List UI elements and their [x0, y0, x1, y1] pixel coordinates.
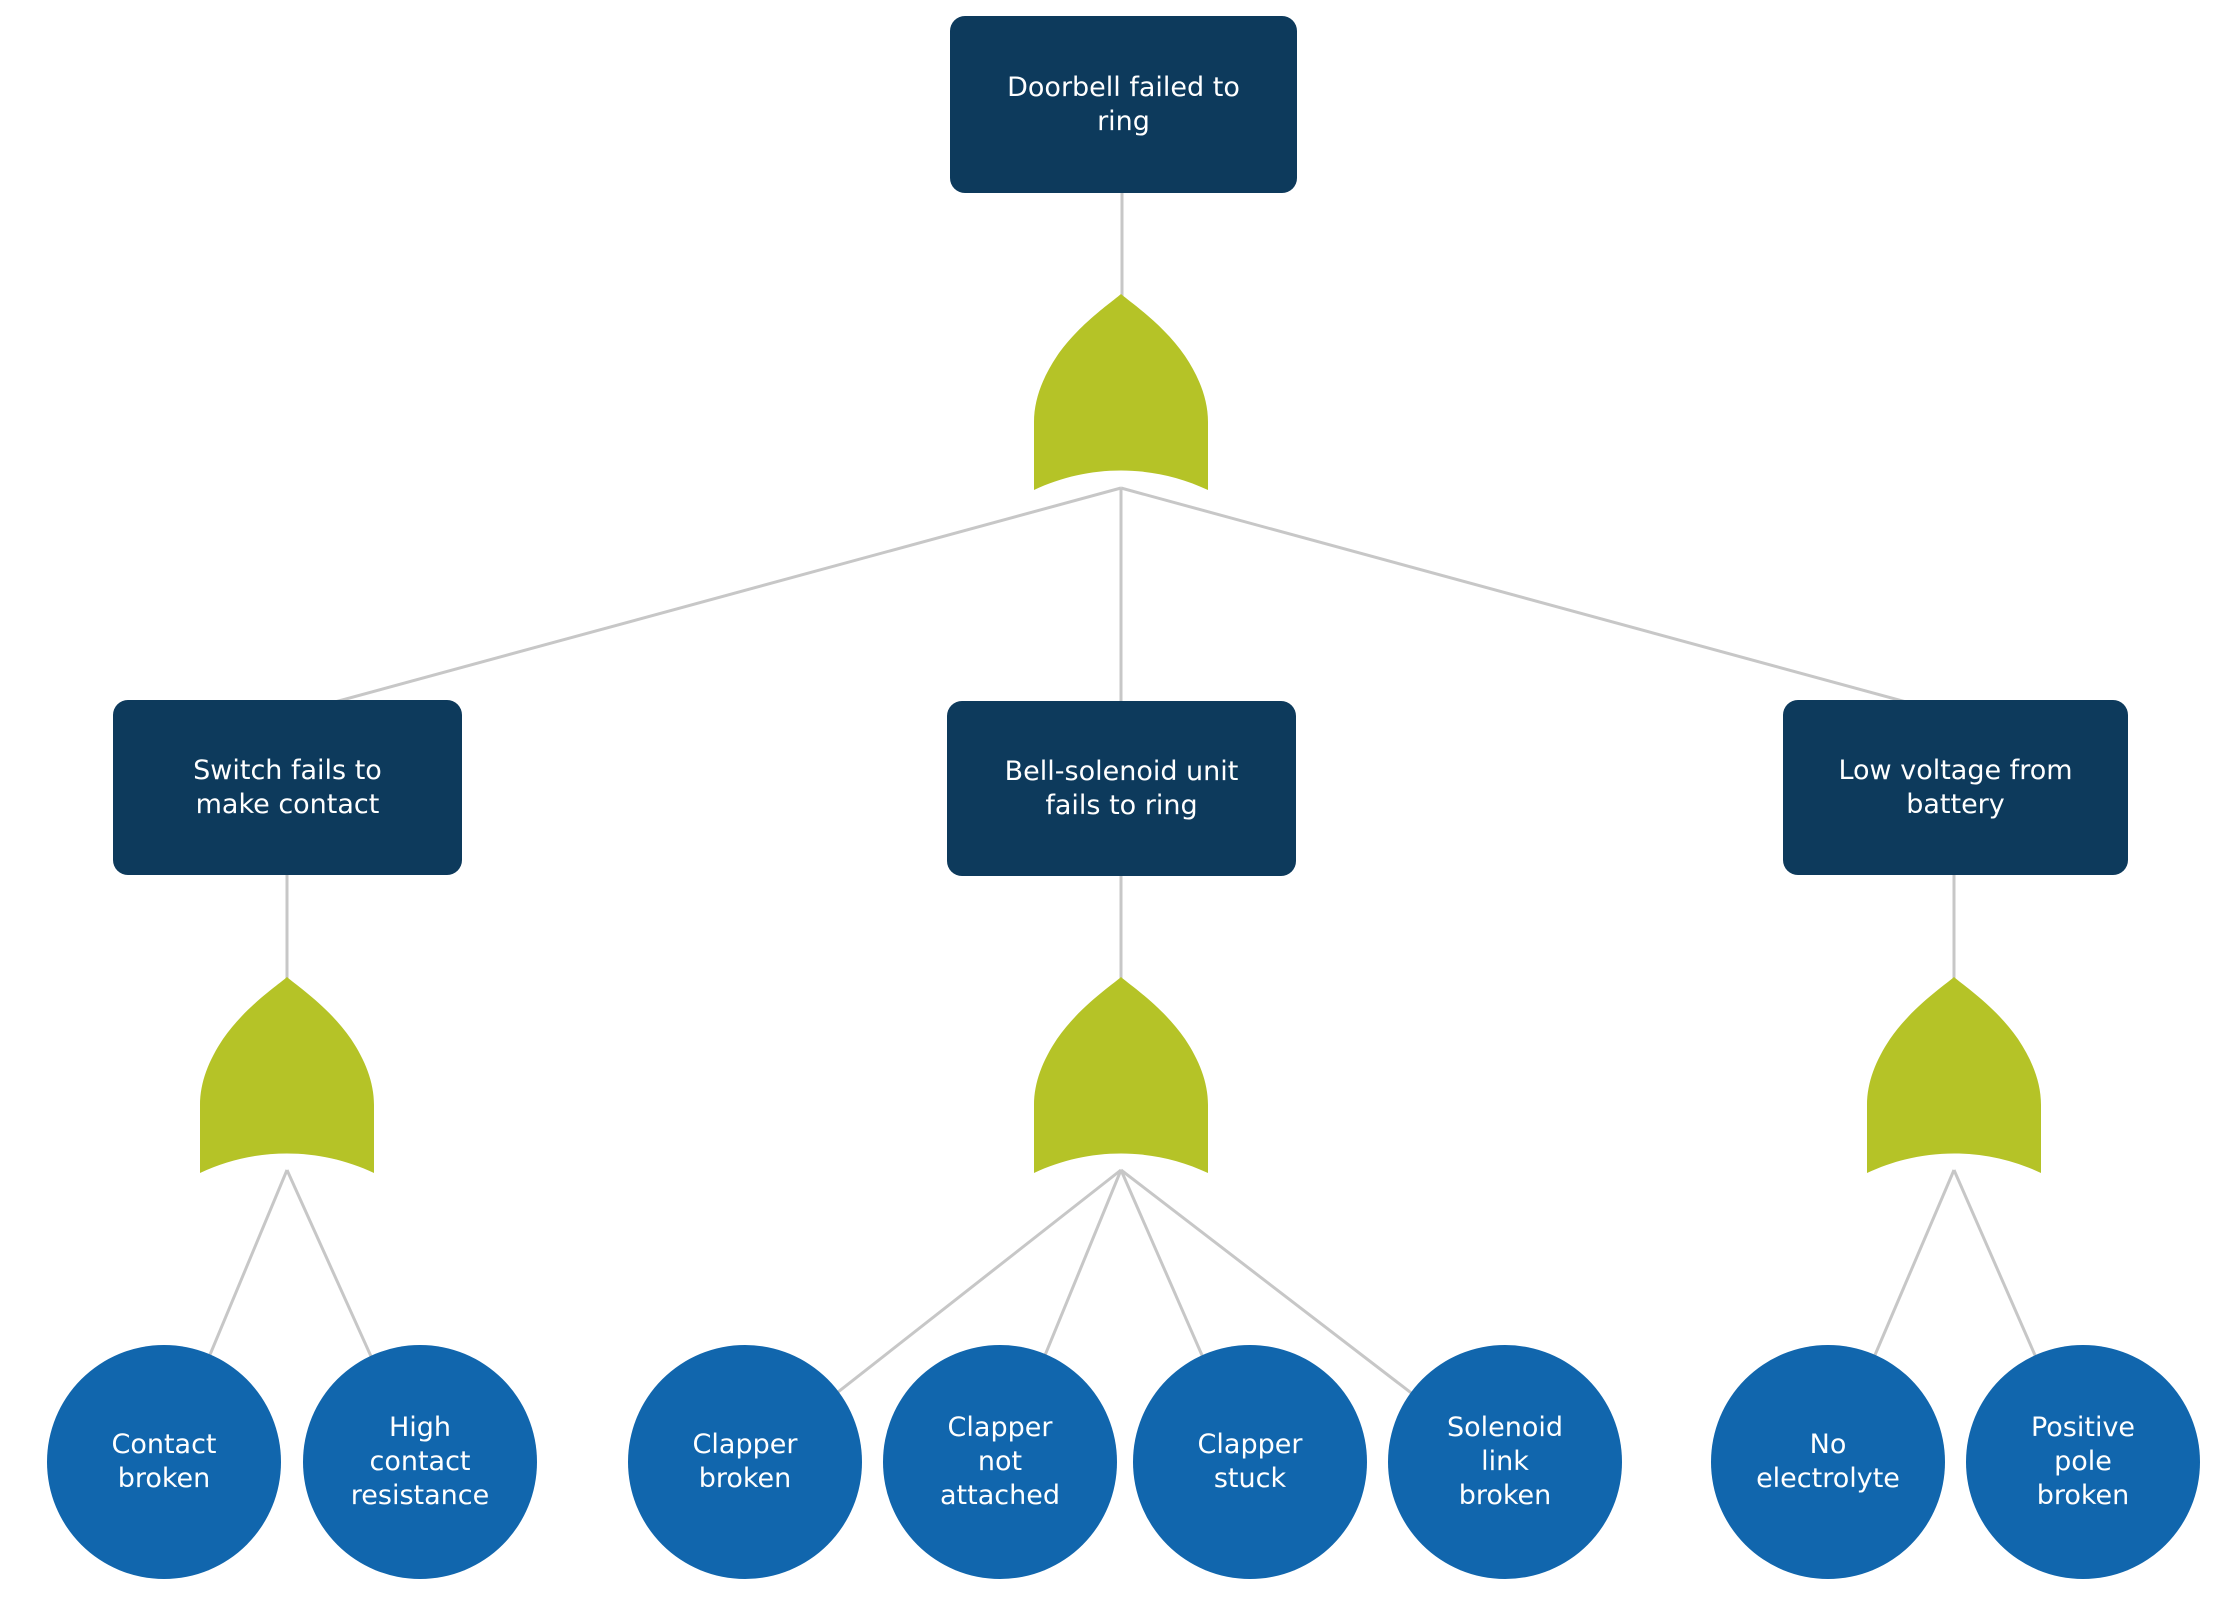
or-gate-icon: [200, 977, 374, 1173]
intermediate-event-bell-solenoid-fails: Bell-solenoid unit fails to ring: [947, 701, 1296, 876]
node-label: Contact broken: [111, 1429, 217, 1494]
node-label: Doorbell failed to ring: [1007, 71, 1240, 137]
node-label: Clapper not attached: [940, 1412, 1060, 1511]
basic-event-clapper-not-attached: Clapper not attached: [883, 1345, 1117, 1579]
connector-line: [286, 486, 1122, 717]
or-gate-icon: [1034, 294, 1208, 490]
basic-event-clapper-broken: Clapper broken: [628, 1345, 862, 1579]
node-label: Clapper broken: [692, 1429, 798, 1494]
node-label: Low voltage from battery: [1838, 754, 2073, 820]
node-label: Solenoid link broken: [1446, 1412, 1564, 1511]
basic-event-clapper-stuck: Clapper stuck: [1133, 1345, 1367, 1579]
node-label: Positive pole broken: [2030, 1412, 2136, 1511]
or-gate-icon: [1034, 977, 1208, 1173]
node-label: Switch fails to make contact: [193, 754, 382, 820]
basic-event-contact-broken: Contact broken: [47, 1345, 281, 1579]
top-event-doorbell-failed-to-ring: Doorbell failed to ring: [950, 16, 1297, 193]
node-label: Bell-solenoid unit fails to ring: [1004, 755, 1239, 821]
basic-event-solenoid-link-broken: Solenoid link broken: [1388, 1345, 1622, 1579]
basic-event-no-electrolyte: No electrolyte: [1711, 1345, 1945, 1579]
intermediate-event-switch-fails: Switch fails to make contact: [113, 700, 462, 875]
connector-line: [1120, 486, 1955, 717]
or-gate-icon: [1867, 977, 2041, 1173]
node-label: High contact resistance: [350, 1412, 490, 1511]
basic-event-positive-pole-broken: Positive pole broken: [1966, 1345, 2200, 1579]
node-label: Clapper stuck: [1197, 1429, 1303, 1494]
basic-event-high-contact-resistance: High contact resistance: [303, 1345, 537, 1579]
intermediate-event-low-voltage: Low voltage from battery: [1783, 700, 2128, 875]
node-label: No electrolyte: [1756, 1429, 1900, 1494]
